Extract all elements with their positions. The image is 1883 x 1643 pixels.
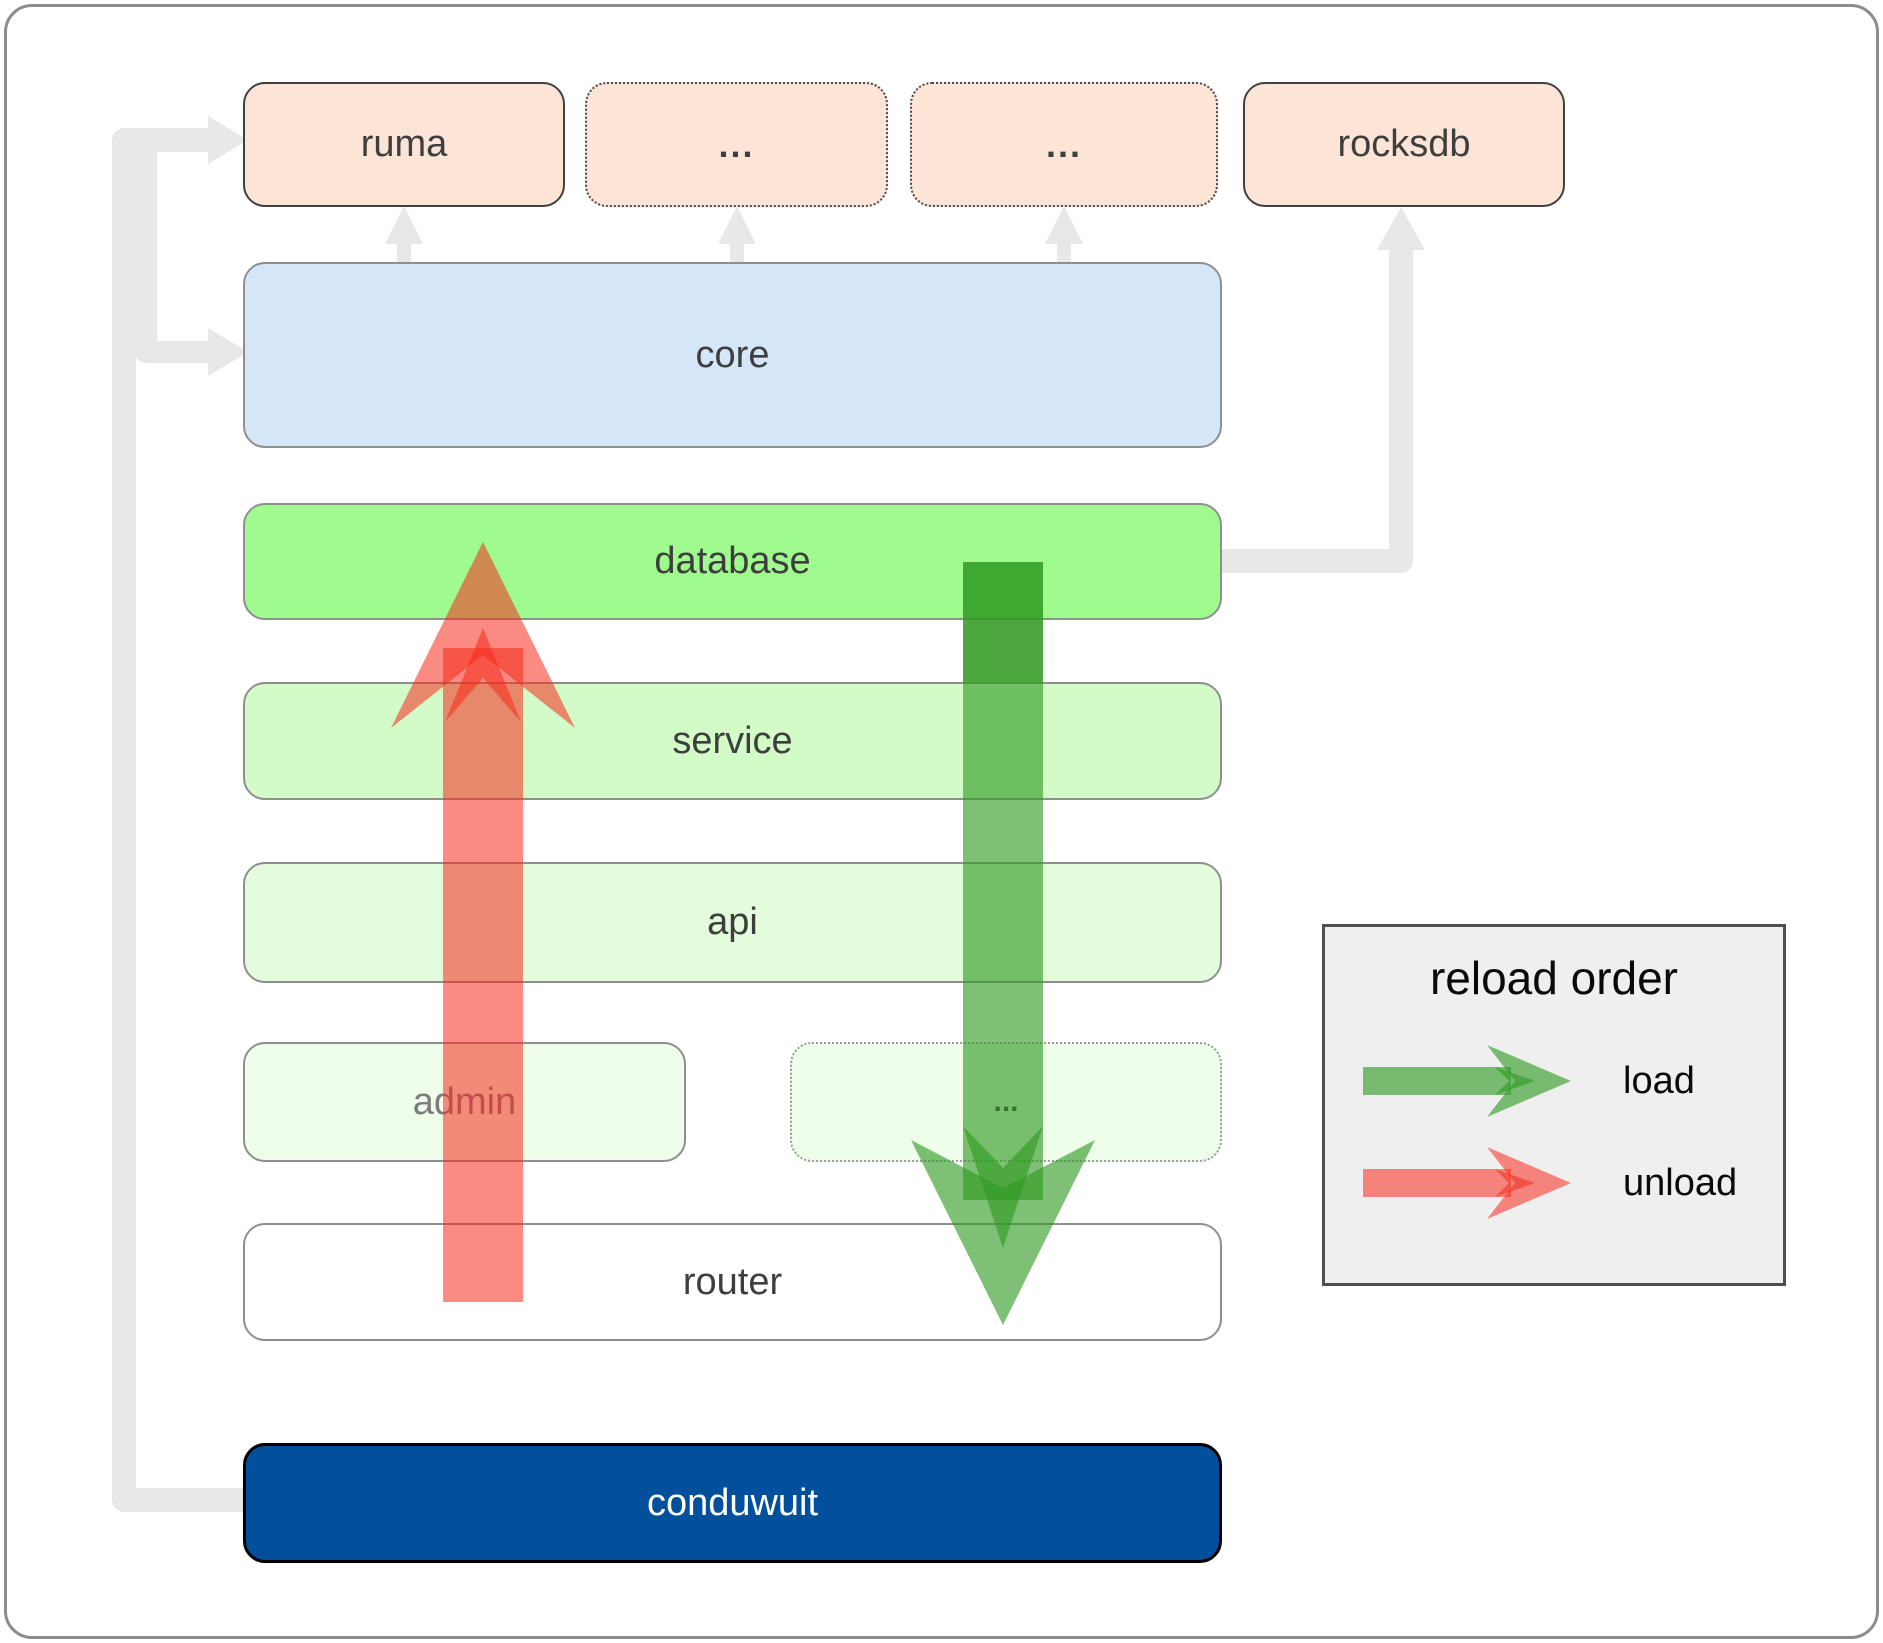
legend: reload order load unload — [1322, 924, 1786, 1286]
box-api: api — [243, 862, 1222, 983]
box-ruma-label: ruma — [360, 123, 448, 165]
box-crate-ellipsis-1-label: ... — [718, 123, 755, 165]
box-service-ellipsis-label: ... — [993, 1085, 1019, 1118]
box-conduwuit-label: conduwuit — [646, 1481, 819, 1524]
box-router-label: router — [682, 1260, 783, 1303]
box-crate-ellipsis-2-label: ... — [1045, 123, 1082, 165]
connector-conduwuit-to-core — [135, 146, 210, 363]
box-service-label: service — [672, 719, 793, 762]
box-service: service — [243, 682, 1222, 800]
arrowhead-into-ruma-icon — [208, 116, 248, 164]
box-crate-ellipsis-2: ... — [910, 82, 1218, 207]
box-rocksdb: rocksdb — [1243, 82, 1565, 207]
arrowhead-into-rocksdb-icon — [1377, 207, 1425, 250]
box-api-label: api — [707, 901, 758, 943]
arrowhead-into-core-icon — [208, 328, 248, 376]
box-admin-label: admin — [412, 1080, 517, 1123]
box-ruma: ruma — [243, 82, 565, 207]
connector-conduwuit-to-ruma — [112, 128, 262, 1512]
legend-unload-label: unload — [1623, 1161, 1738, 1204]
core-to-crate3-arrowhead-icon — [1045, 206, 1083, 244]
core-to-ruma-arrowhead-icon — [385, 206, 423, 244]
box-core: core — [243, 262, 1222, 448]
load-legend-arrow-icon — [1363, 1045, 1571, 1117]
legend-title: reload order — [1429, 952, 1679, 1004]
legend-load-label: load — [1623, 1059, 1695, 1102]
core-to-crate2-arrowhead-icon — [718, 206, 756, 244]
legend-row-unload: unload — [1359, 1143, 1783, 1223]
box-database-label: database — [654, 540, 811, 582]
box-conduwuit: conduwuit — [243, 1443, 1222, 1563]
box-service-ellipsis: ... — [790, 1042, 1222, 1162]
connector-database-to-rocksdb — [1222, 248, 1413, 573]
box-database: database — [243, 503, 1222, 620]
box-crate-ellipsis-1: ... — [585, 82, 888, 207]
legend-row-load: load — [1359, 1041, 1783, 1121]
box-admin: admin — [243, 1042, 686, 1162]
box-router: router — [243, 1223, 1222, 1341]
unload-legend-arrow-icon — [1363, 1147, 1571, 1219]
box-rocksdb-label: rocksdb — [1337, 123, 1471, 165]
box-core-label: core — [695, 333, 770, 376]
